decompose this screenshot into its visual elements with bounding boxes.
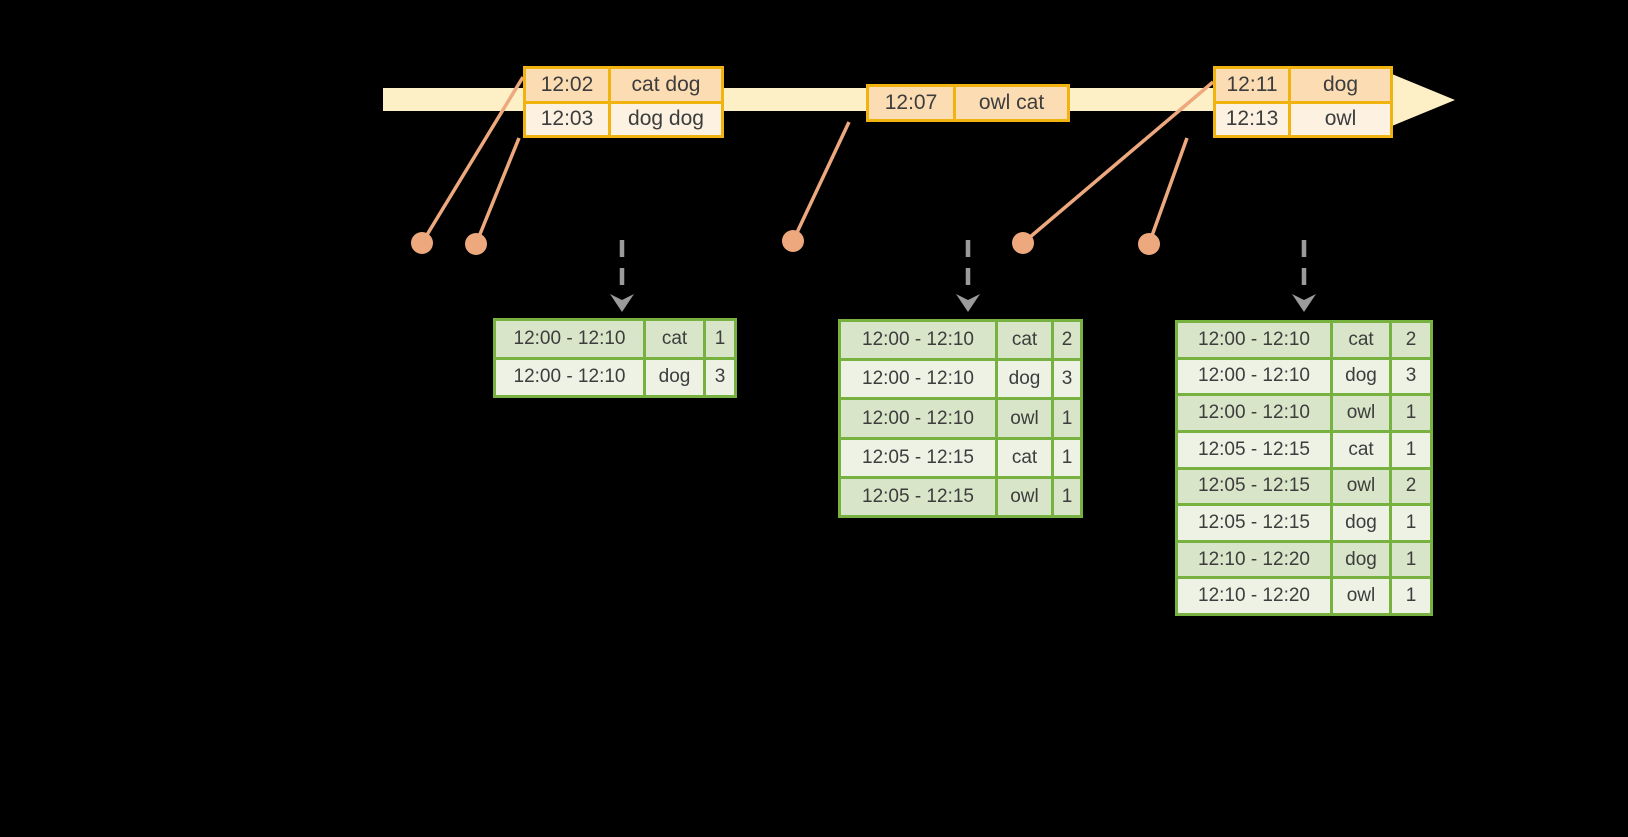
event-connector-line bbox=[474, 137, 521, 245]
count-cell: 1 bbox=[1392, 506, 1430, 540]
window-cell: 12:00 - 12:10 bbox=[496, 321, 643, 357]
word-cell: dog bbox=[1333, 506, 1389, 540]
window-cell: 12:10 - 12:20 bbox=[1178, 579, 1330, 613]
count-cell: 3 bbox=[1054, 361, 1080, 398]
count-cell: 1 bbox=[1392, 579, 1430, 613]
trigger-arrow-head bbox=[610, 294, 634, 312]
word-cell: dog bbox=[1333, 542, 1389, 577]
count-cell: 2 bbox=[1392, 323, 1430, 357]
event-row: 12:07 owl cat bbox=[869, 87, 1067, 119]
count-cell: 3 bbox=[1392, 359, 1430, 394]
count-cell: 1 bbox=[1054, 478, 1080, 516]
window-cell: 12:05 - 12:15 bbox=[841, 439, 995, 476]
event-time: 12:07 bbox=[869, 87, 953, 119]
event-time: 12:13 bbox=[1216, 103, 1288, 135]
event-row: 12:13 owl bbox=[1216, 103, 1390, 135]
event-dot bbox=[411, 232, 433, 254]
count-cell: 1 bbox=[1392, 542, 1430, 577]
window-cell: 12:05 - 12:15 bbox=[1178, 469, 1330, 504]
event-row: 12:03 dog dog bbox=[526, 103, 721, 135]
window-cell: 12:05 - 12:15 bbox=[1178, 432, 1330, 467]
event-dot bbox=[782, 230, 804, 252]
event-time: 12:02 bbox=[526, 69, 608, 101]
word-cell: dog bbox=[998, 361, 1051, 398]
event-connector-line bbox=[1021, 80, 1215, 245]
window-cell: 12:05 - 12:15 bbox=[1178, 506, 1330, 540]
count-cell: 1 bbox=[706, 321, 734, 357]
event-connector-line bbox=[1147, 137, 1189, 245]
event-dot bbox=[1138, 233, 1160, 255]
window-cell: 12:00 - 12:10 bbox=[841, 361, 995, 398]
event-words: cat dog bbox=[611, 69, 721, 101]
event-row: 12:11 dog bbox=[1216, 69, 1390, 101]
word-cell: cat bbox=[1333, 323, 1389, 357]
event-words: owl cat bbox=[956, 87, 1067, 119]
count-cell: 2 bbox=[1392, 469, 1430, 504]
event-box-3: 12:11 dog 12:13 owl bbox=[1213, 66, 1393, 138]
count-cell: 1 bbox=[1054, 439, 1080, 476]
window-cell: 12:00 - 12:10 bbox=[496, 359, 643, 395]
count-cell: 1 bbox=[1054, 400, 1080, 437]
word-cell: dog bbox=[1333, 359, 1389, 394]
trigger-arrow-head bbox=[1292, 294, 1316, 312]
window-cell: 12:00 - 12:10 bbox=[841, 322, 995, 359]
count-cell: 1 bbox=[1392, 432, 1430, 467]
event-connector-line bbox=[791, 121, 851, 242]
word-cell: dog bbox=[646, 359, 703, 395]
event-connector-line bbox=[420, 76, 525, 244]
event-row: 12:02 cat dog bbox=[526, 69, 721, 101]
trigger-arrow-head bbox=[956, 294, 980, 312]
window-cell: 12:00 - 12:10 bbox=[841, 400, 995, 437]
event-words: dog dog bbox=[611, 103, 721, 135]
word-cell: cat bbox=[998, 322, 1051, 359]
count-cell: 1 bbox=[1392, 396, 1430, 430]
window-cell: 12:05 - 12:15 bbox=[841, 478, 995, 516]
word-cell: cat bbox=[998, 439, 1051, 476]
word-cell: cat bbox=[646, 321, 703, 357]
word-cell: owl bbox=[1333, 469, 1389, 504]
event-dot bbox=[1012, 232, 1034, 254]
word-cell: cat bbox=[1333, 432, 1389, 467]
word-cell: owl bbox=[1333, 579, 1389, 613]
word-cell: owl bbox=[998, 400, 1051, 437]
count-cell: 2 bbox=[1054, 322, 1080, 359]
event-time: 12:03 bbox=[526, 103, 608, 135]
event-dot bbox=[465, 233, 487, 255]
word-cell: owl bbox=[998, 478, 1051, 516]
window-cell: 12:00 - 12:10 bbox=[1178, 396, 1330, 430]
event-box-2: 12:07 owl cat bbox=[866, 84, 1070, 122]
window-cell: 12:00 - 12:10 bbox=[1178, 359, 1330, 394]
count-cell: 3 bbox=[706, 359, 734, 395]
event-box-1: 12:02 cat dog 12:03 dog dog bbox=[523, 66, 724, 138]
event-words: owl bbox=[1291, 103, 1390, 135]
window-cell: 12:00 - 12:10 bbox=[1178, 323, 1330, 357]
event-time: 12:11 bbox=[1216, 69, 1288, 101]
window-cell: 12:10 - 12:20 bbox=[1178, 542, 1330, 577]
event-words: dog bbox=[1291, 69, 1390, 101]
word-cell: owl bbox=[1333, 396, 1389, 430]
